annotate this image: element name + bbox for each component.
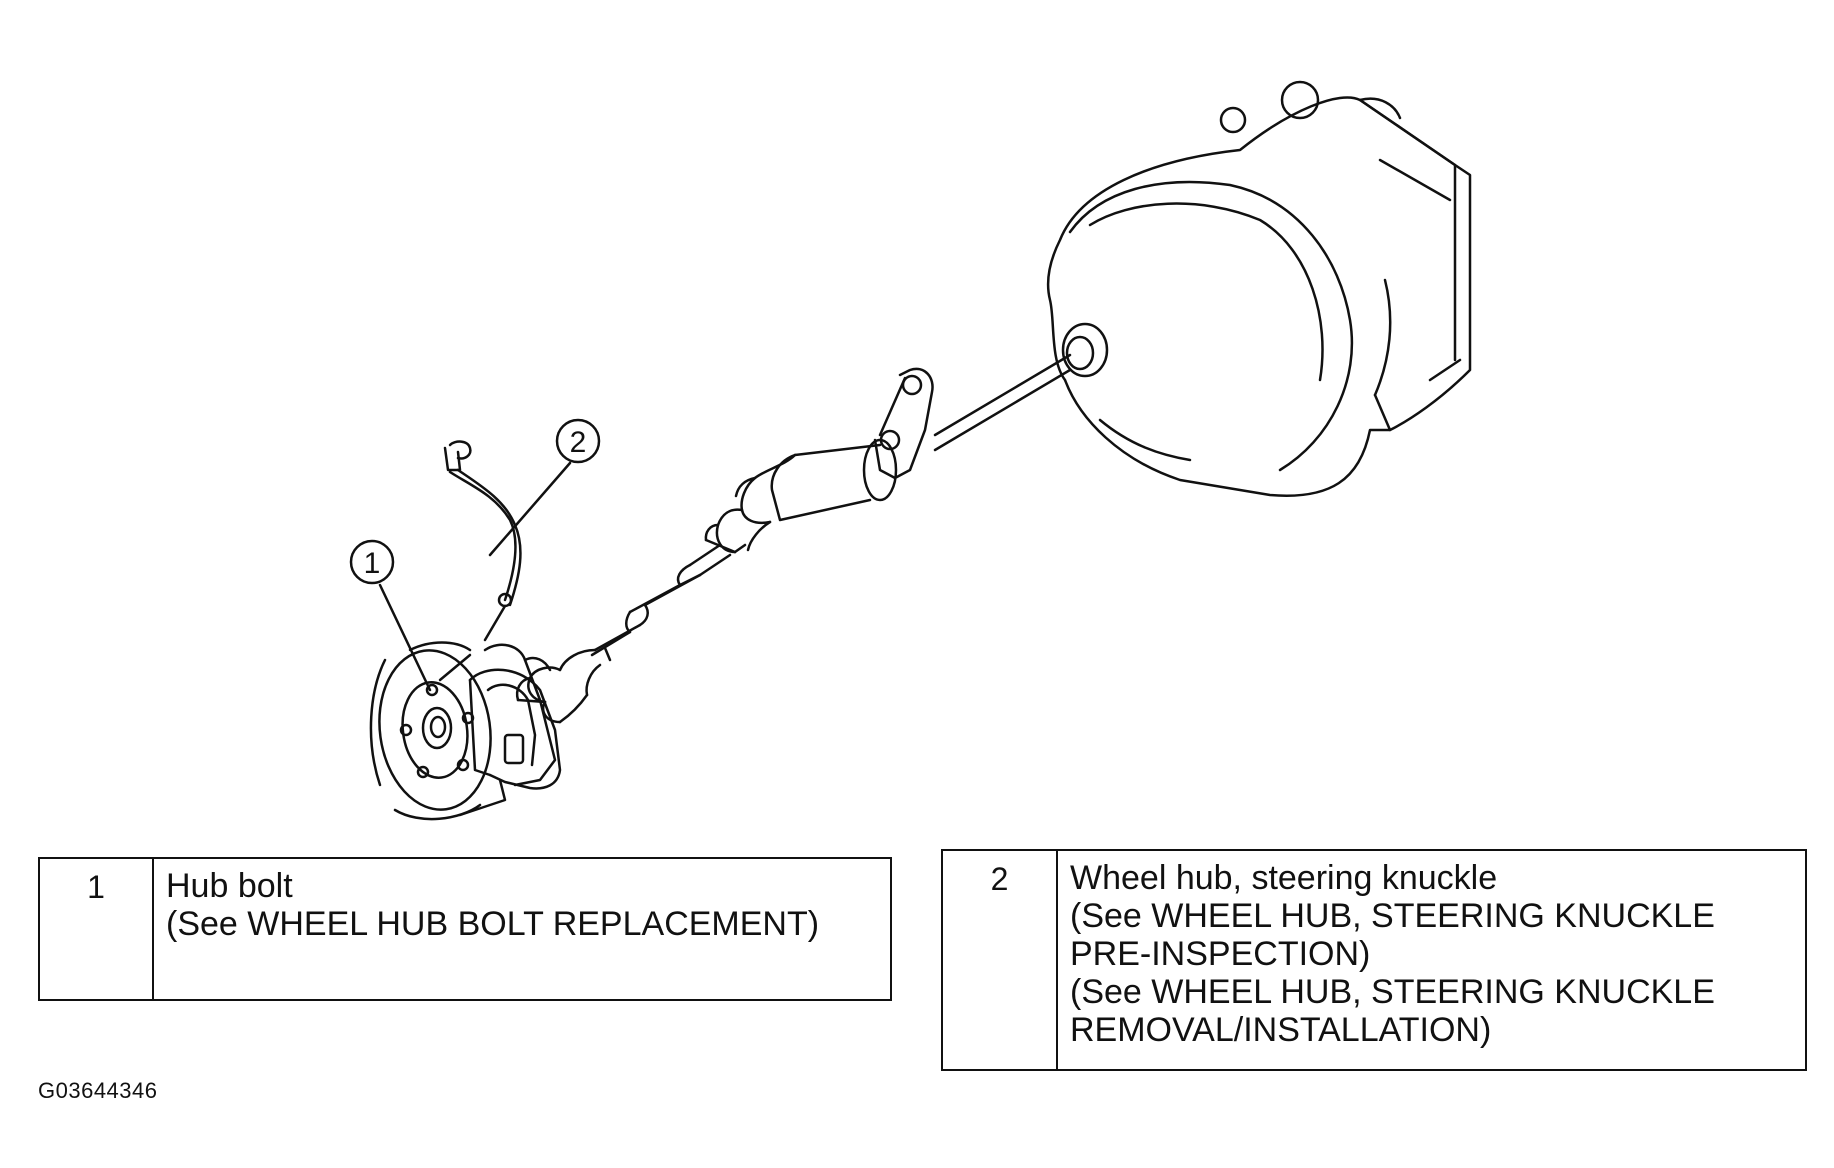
- callout-1-circle: [349, 539, 395, 585]
- brake-rotor: [369, 641, 507, 821]
- callout-1-number: 1: [364, 547, 381, 580]
- legend-line: (See WHEEL HUB, STEERING KNUCKLE: [1070, 973, 1715, 1011]
- intermediate-shaft: [933, 353, 1072, 452]
- legend-number: 2: [990, 861, 1009, 897]
- legend-description: Hub bolt (See WHEEL HUB BOLT REPLACEMENT…: [154, 859, 819, 999]
- callout-2-number: 2: [570, 426, 587, 459]
- legend-line: Wheel hub, steering knuckle: [1070, 859, 1498, 897]
- legend-number-cell: 2: [943, 851, 1058, 1069]
- legend-line: (See WHEEL HUB, STEERING KNUCKLE: [1070, 897, 1715, 935]
- differential-seal: [1061, 322, 1109, 378]
- inner-cv-joint-boot: [704, 443, 882, 554]
- leader-line-1: [378, 583, 432, 692]
- legend-line: Hub bolt: [166, 867, 293, 905]
- legend-line: (See WHEEL HUB BOLT REPLACEMENT): [166, 905, 820, 943]
- callout-2-circle: [555, 418, 601, 464]
- transaxle-housing: [1046, 80, 1472, 497]
- legend-number-cell: 1: [40, 859, 154, 999]
- legend-line: PRE-INSPECTION): [1070, 935, 1371, 973]
- hub-bolts: [399, 683, 475, 779]
- drive-shaft: [590, 543, 732, 662]
- figure-code: G03644346: [38, 1078, 158, 1103]
- legend-line: REMOVAL/INSTALLATION): [1070, 1011, 1492, 1049]
- steering-knuckle: [438, 643, 557, 787]
- leader-line-2: [488, 461, 572, 557]
- legend-description: Wheel hub, steering knuckle (See WHEEL H…: [1058, 851, 1715, 1069]
- legend-number: 1: [87, 869, 105, 905]
- legend-table-wheel-hub: 2 Wheel hub, steering knuckle (See WHEEL…: [941, 849, 1807, 1071]
- brake-caliper: [468, 668, 562, 790]
- bearing-support-bracket: [862, 367, 934, 502]
- abs-sensor-harness: [443, 440, 522, 642]
- legend-table-hub-bolt: 1 Hub bolt (See WHEEL HUB BOLT REPLACEME…: [38, 857, 892, 1001]
